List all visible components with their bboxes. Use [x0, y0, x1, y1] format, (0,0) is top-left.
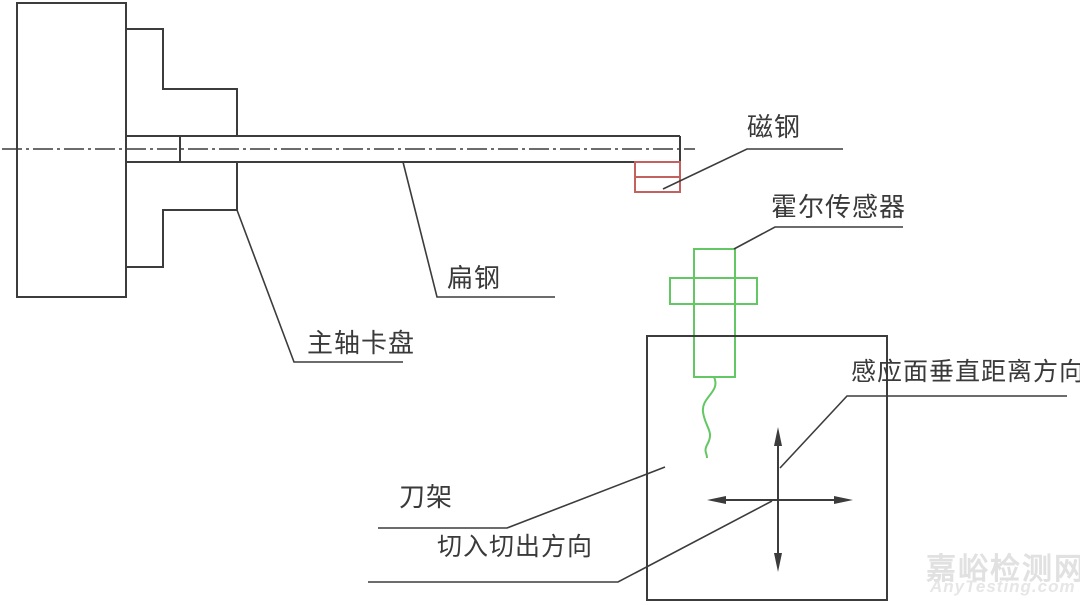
leader-flat-steel — [402, 161, 555, 298]
label-flat-steel: 扁钢 — [447, 264, 502, 293]
leader-hall-sensor — [733, 226, 903, 250]
label-hall-sensor: 霍尔传感器 — [771, 193, 907, 222]
leader-spindle-chuck — [236, 209, 403, 363]
label-tool-post: 刀架 — [399, 483, 454, 512]
watermark-site-name: 嘉峪检测网 — [926, 553, 1080, 586]
label-magnet: 磁钢 — [747, 113, 802, 142]
leader-magnet — [662, 148, 843, 190]
leader-lines — [236, 148, 1067, 583]
direction-cross-arrows — [707, 427, 853, 572]
spindle-chuck-shape — [16, 2, 238, 298]
magnet-shape — [634, 161, 681, 193]
arrow-up-head — [774, 427, 782, 446]
leader-tool-post — [378, 466, 666, 529]
tool-post-box — [646, 335, 888, 601]
hall-sensor-shape — [669, 248, 758, 459]
watermark-site-domain: AnyTesting.com — [930, 577, 1076, 596]
arrow-right-head — [834, 496, 853, 504]
sensor-cable — [701, 376, 717, 459]
label-spindle-chuck: 主轴卡盘 — [307, 329, 416, 358]
label-sensing-direction: 感应面垂直距离方向 — [851, 359, 1080, 386]
leader-cut-direction — [368, 500, 773, 583]
arrow-left-head — [707, 496, 726, 504]
arrow-down-head — [774, 553, 782, 572]
leader-sensing-direction — [779, 395, 1067, 469]
label-cut-direction: 切入切出方向 — [437, 534, 594, 561]
